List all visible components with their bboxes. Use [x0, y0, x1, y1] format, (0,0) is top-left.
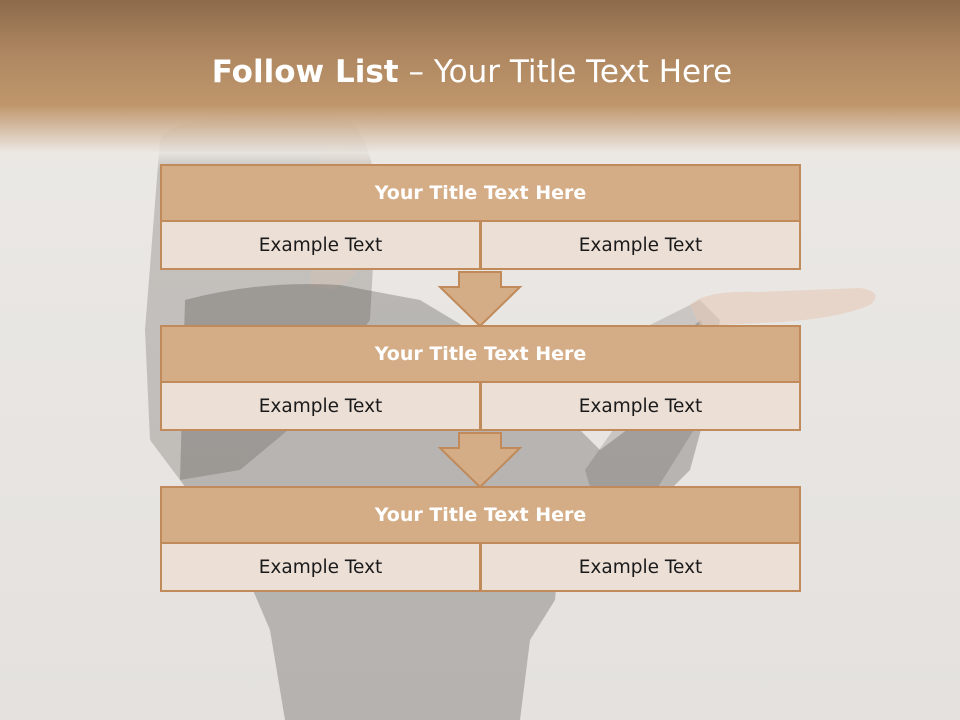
slide-title: Follow List – Your Title Text Here	[0, 54, 944, 90]
header-band	[0, 0, 960, 170]
follow-block-3: Your Title Text Here Example Text Exampl…	[160, 486, 801, 594]
block-right-text: Example Text	[480, 220, 801, 270]
block-title: Your Title Text Here	[160, 486, 801, 544]
block-right-text: Example Text	[480, 542, 801, 592]
block-right-text: Example Text	[480, 381, 801, 431]
down-arrow-icon	[437, 271, 523, 327]
block-title: Your Title Text Here	[160, 164, 801, 222]
title-rest: – Your Title Text Here	[398, 54, 733, 90]
down-arrow-icon	[437, 432, 523, 488]
block-title: Your Title Text Here	[160, 325, 801, 383]
follow-block-2: Your Title Text Here Example Text Exampl…	[160, 325, 801, 433]
block-left-text: Example Text	[160, 542, 481, 592]
follow-block-1: Your Title Text Here Example Text Exampl…	[160, 164, 801, 272]
title-bold: Follow List	[211, 54, 399, 90]
block-left-text: Example Text	[160, 381, 481, 431]
block-left-text: Example Text	[160, 220, 481, 270]
